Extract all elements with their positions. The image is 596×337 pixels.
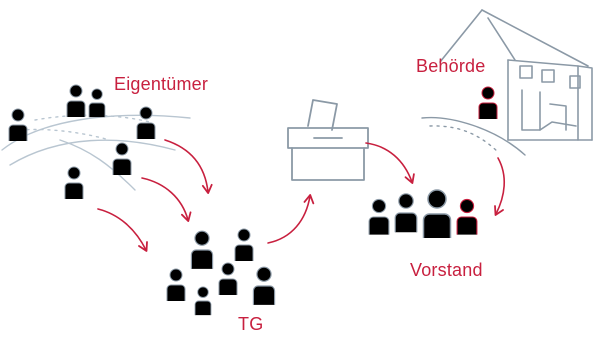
authority-person — [478, 86, 498, 120]
ballot-to-board-arrow — [365, 142, 415, 184]
arrow-icon — [97, 208, 148, 252]
tg-person-icon — [166, 268, 186, 302]
tg-person-icon — [234, 228, 254, 262]
owners-label: Eigentümer — [114, 74, 209, 94]
owner-person-icon — [8, 108, 28, 142]
arrow-icon — [494, 157, 505, 216]
authority-person-icon — [478, 86, 498, 120]
board-person-icon — [368, 198, 390, 236]
tg-group — [166, 228, 276, 316]
owner-person-icon — [66, 84, 86, 118]
tg-person-icon — [190, 230, 214, 270]
arrow-icon — [365, 142, 415, 184]
tg-person-icon — [218, 262, 238, 296]
board-label: Vorstand — [410, 260, 483, 280]
tg-to-ballot-arrow — [267, 193, 315, 244]
owners-to-tg-arrows — [97, 139, 213, 252]
owners-swoosh-lines — [1, 114, 191, 191]
arrow-icon — [267, 193, 315, 244]
ballot-box-icon — [287, 99, 369, 181]
tg-person-icon — [194, 286, 212, 316]
board-person-icon — [394, 193, 418, 233]
road-lines — [421, 116, 526, 156]
authority-label: Behörde — [416, 56, 486, 76]
tg-label: TG — [238, 314, 264, 334]
owner-person-icon — [64, 166, 84, 200]
arrow-icon — [164, 139, 213, 195]
tg-person-icon — [252, 266, 276, 306]
owner-person-icon — [136, 106, 156, 140]
arrow-icon — [141, 177, 192, 222]
authority-to-board-arrow — [494, 157, 505, 216]
board-person-icon — [422, 189, 452, 239]
house-icon — [439, 9, 593, 141]
owner-person-icon — [88, 88, 106, 118]
owner-person-icon — [112, 142, 132, 176]
board-person-icon — [456, 198, 478, 236]
board-group — [368, 189, 478, 239]
